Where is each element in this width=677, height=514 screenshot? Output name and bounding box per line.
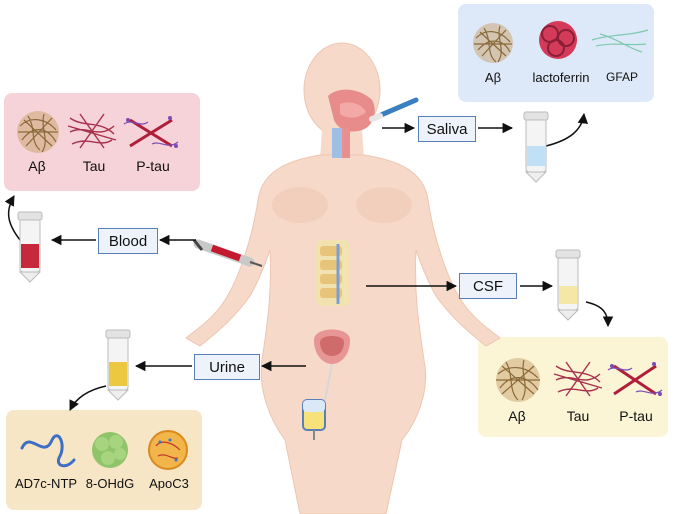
flow-arrows xyxy=(4,112,614,411)
blood-test-tube xyxy=(17,211,43,283)
oral-cavity-illustration xyxy=(328,89,375,158)
saliva-biomarker-label: GFAP xyxy=(605,70,638,84)
blood-biomarker-label: Tau xyxy=(82,158,106,174)
urine-biomarker-label: 8-OHdG xyxy=(85,476,135,491)
gfap-icon xyxy=(591,29,649,53)
blood-syringe xyxy=(192,239,263,267)
csf-test-tube xyxy=(555,249,581,321)
p-tau-icon xyxy=(607,362,663,396)
saliva-label-box: Saliva xyxy=(418,116,476,142)
blood-biomarker-label: Aβ xyxy=(28,158,46,174)
blood-label-box: Blood xyxy=(98,228,158,254)
amyloid-beta-icon xyxy=(473,23,513,63)
csf-biomarker-label: Tau xyxy=(566,408,590,424)
lactoferrin-icon xyxy=(539,21,577,59)
csf-label-box: CSF xyxy=(459,273,517,299)
8-ohdg-icon xyxy=(92,432,128,468)
tau-icon xyxy=(553,361,603,397)
apoc3-icon xyxy=(148,430,188,470)
spine-illustration xyxy=(316,240,350,306)
saliva-biomarker-label: lactoferrin xyxy=(532,70,590,85)
urine-bag xyxy=(302,399,326,440)
p-tau-icon xyxy=(123,116,179,148)
urine-biomarker-label: ApoC3 xyxy=(149,476,189,491)
amyloid-beta-icon xyxy=(496,358,540,402)
csf-biomarker-label: Aβ xyxy=(508,408,526,424)
ad7c-ntp-icon xyxy=(20,434,76,468)
urine-label-box: Urine xyxy=(194,354,260,380)
saliva-test-tube xyxy=(523,111,549,183)
tau-icon xyxy=(67,113,117,149)
blood-biomarker-label: P-tau xyxy=(136,158,170,174)
saliva-biomarker-label: Aβ xyxy=(484,70,502,85)
saliva-swab xyxy=(369,97,419,122)
bladder-illustration xyxy=(314,329,350,401)
amyloid-beta-icon xyxy=(17,111,59,153)
csf-biomarker-label: P-tau xyxy=(619,408,653,424)
urine-test-tube xyxy=(105,329,131,401)
urine-biomarker-label: AD7c-NTP xyxy=(14,476,78,491)
